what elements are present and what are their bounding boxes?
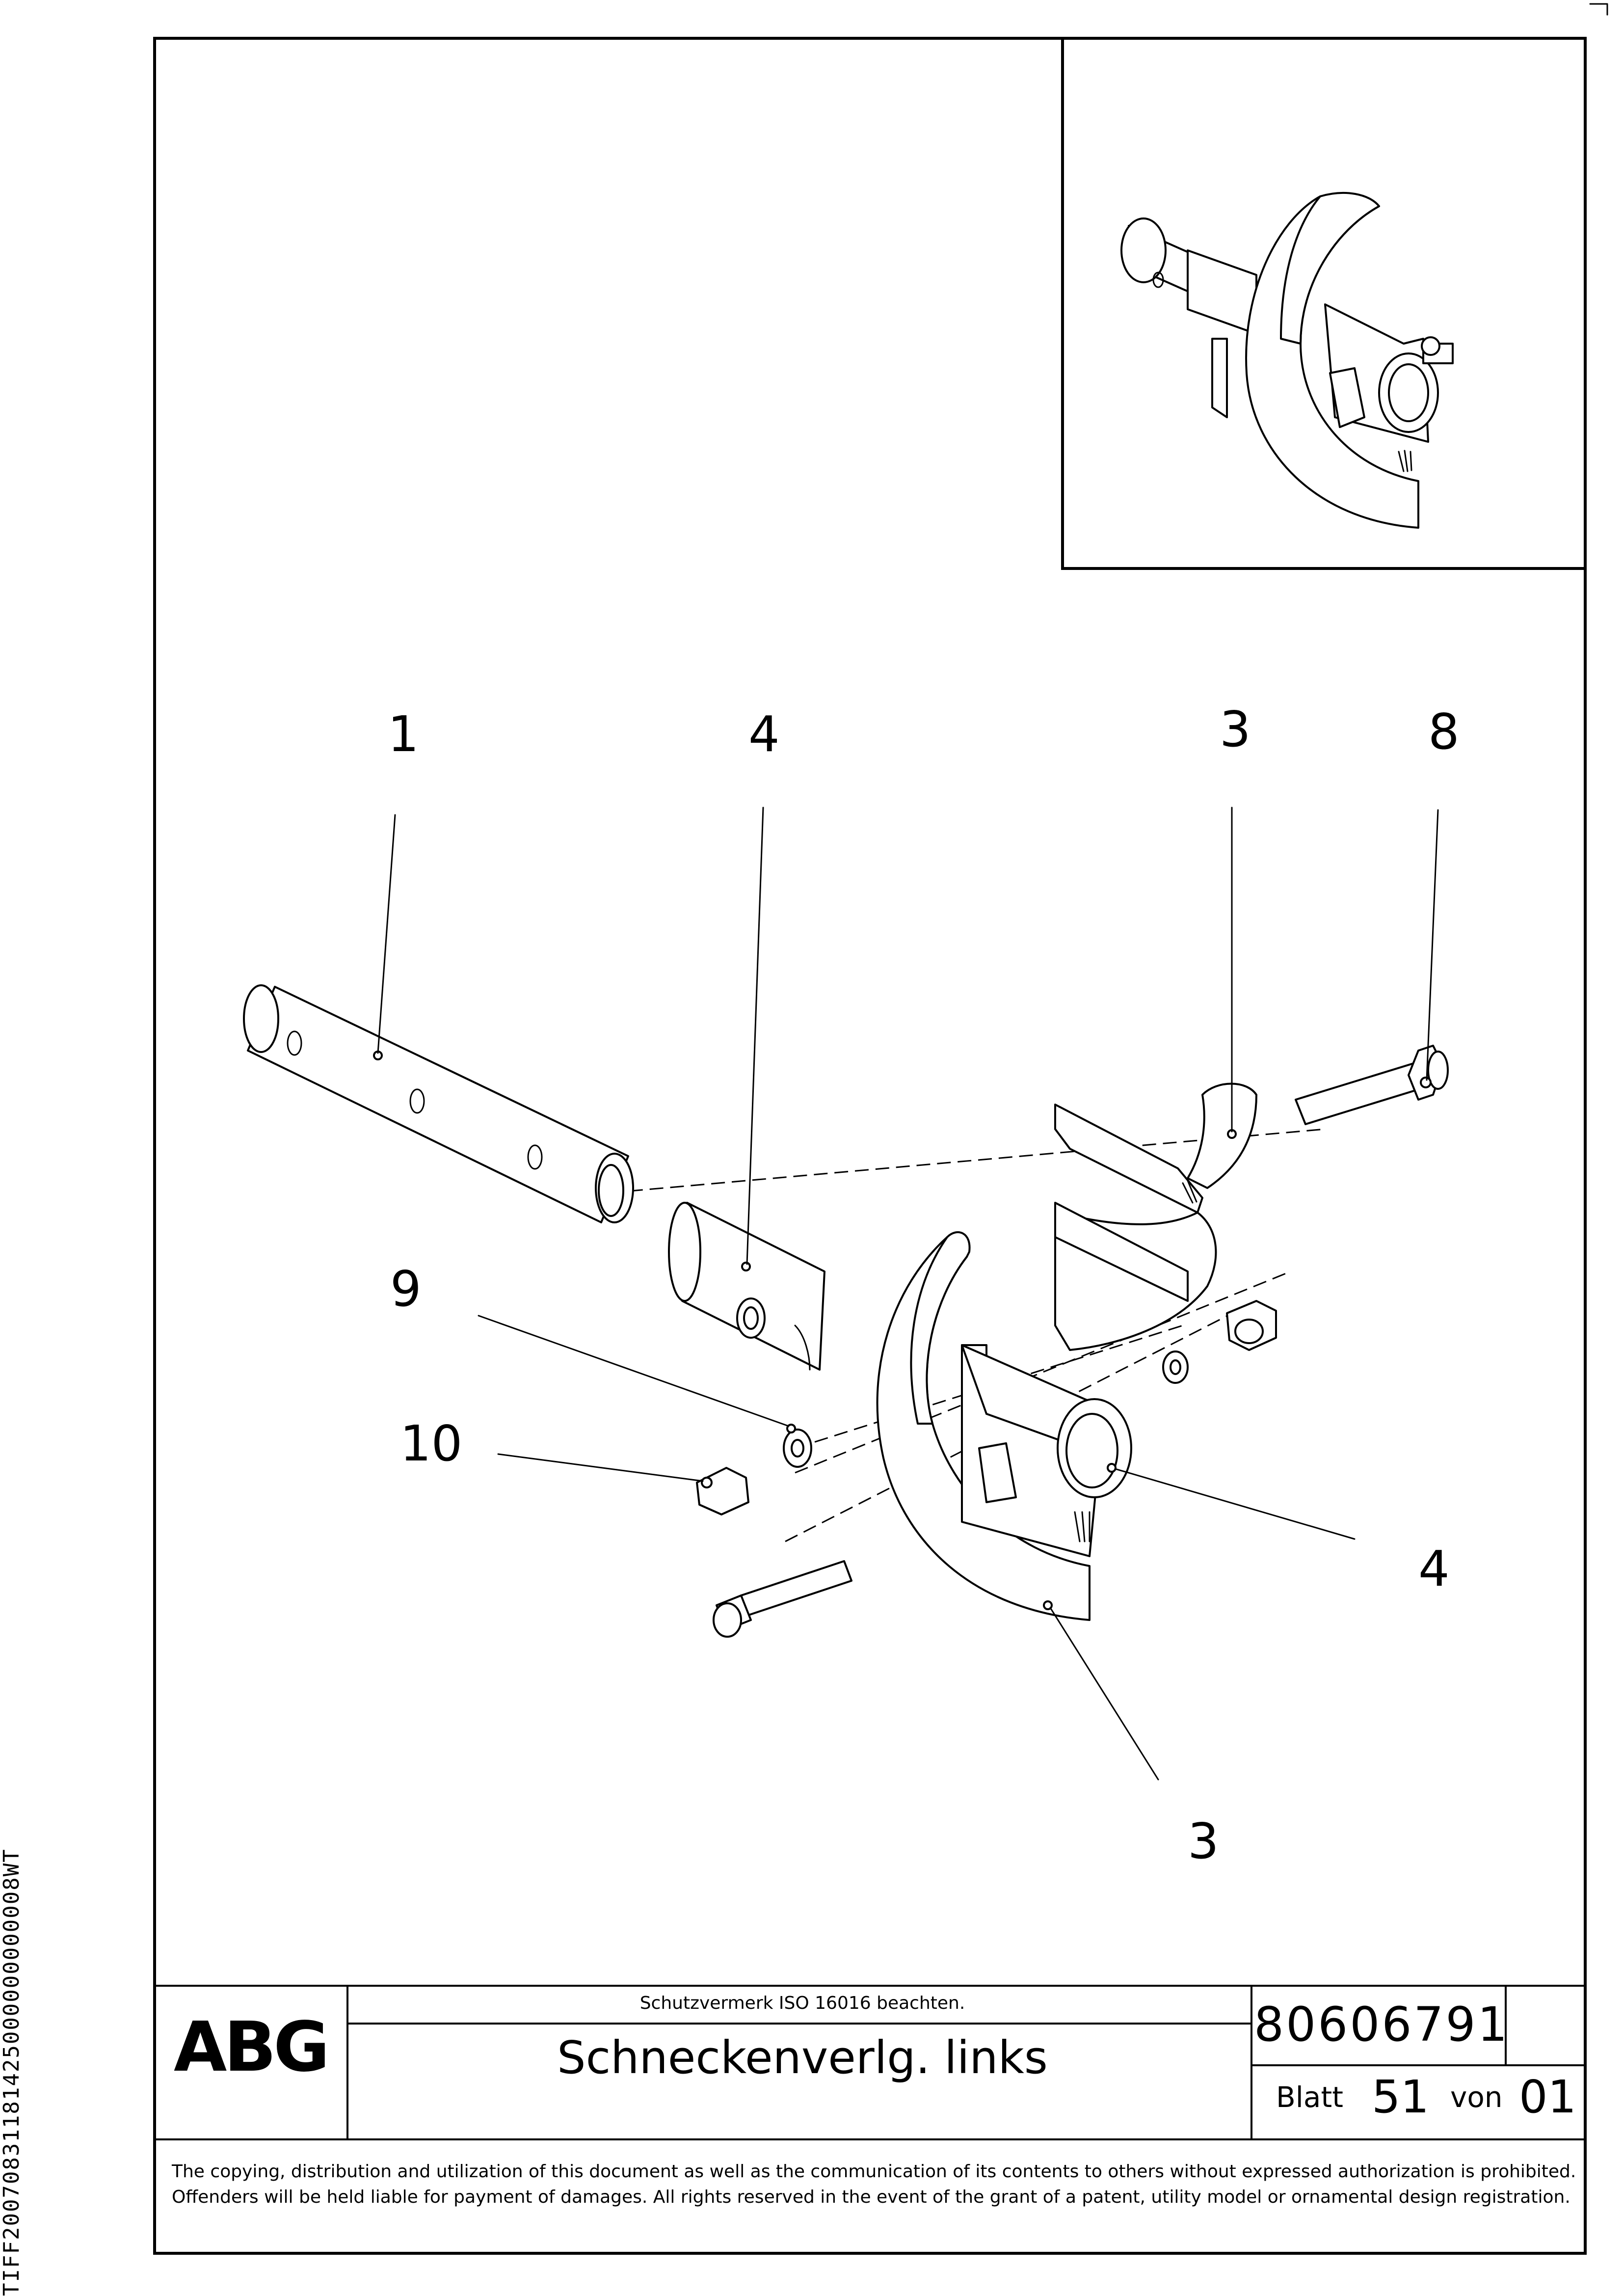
part-10-nut [696,1467,749,1515]
axis-line-lower [785,1300,1257,1542]
axis-line-washer [795,1324,1183,1449]
inset-assembly [1120,191,1454,529]
corner-mark [1589,3,1608,16]
axis-line-upper [795,1270,1291,1474]
sidebar-file-code: TIFF20070831181425000000000008WT [0,1848,24,2296]
drawing-frame [153,37,1587,2255]
bolt-bottom [713,1560,852,1638]
callout-flight-bottom: 3 [1188,1812,1219,1870]
callout-bolt-top: 8 [1428,703,1460,760]
leader-4-top [746,807,764,1265]
part-3-flight-top [1054,1082,1257,1351]
leader-1 [377,814,396,1054]
part-1-shaft [243,984,634,1223]
callout-washer: 9 [390,1260,422,1318]
part-9-washer [783,1424,812,1468]
callout-sleeve-top: 4 [748,705,780,763]
leader-4-right [1114,1468,1356,1540]
callout-shaft: 1 [388,705,419,763]
nut-right [1226,1300,1277,1351]
callout-flight-top: 3 [1220,701,1251,758]
washer-right [1162,1351,1189,1384]
part-4-sleeve-top [668,1202,825,1371]
leader-8 [1426,809,1439,1081]
sheet-number: 51 [1372,2071,1430,2123]
callout-sleeve-right: 4 [1418,1540,1450,1597]
of-number: 01 [1519,2071,1577,2123]
leader-3-bottom [1049,1607,1159,1781]
document-number: 80606791 [1254,1997,1510,2052]
iso-protection-note: Schutzvermerk ISO 16016 beachten. [639,1993,965,2013]
sheet-label: Blatt [1276,2080,1343,2114]
leader-9 [478,1315,790,1427]
company-logo: ABG [174,2007,330,2087]
inset-frame [1061,37,1587,570]
part-3-flight-bottom [876,1231,1132,1621]
drawing-title: Schneckenverlg. links [557,2031,1048,2084]
of-label: von [1450,2080,1503,2114]
leader-10 [497,1453,704,1482]
copyright-notice: The copying, distribution and utilizatio… [172,2161,1576,2207]
part-8-bolt-top [1295,1045,1449,1125]
callout-nut: 10 [400,1415,462,1472]
